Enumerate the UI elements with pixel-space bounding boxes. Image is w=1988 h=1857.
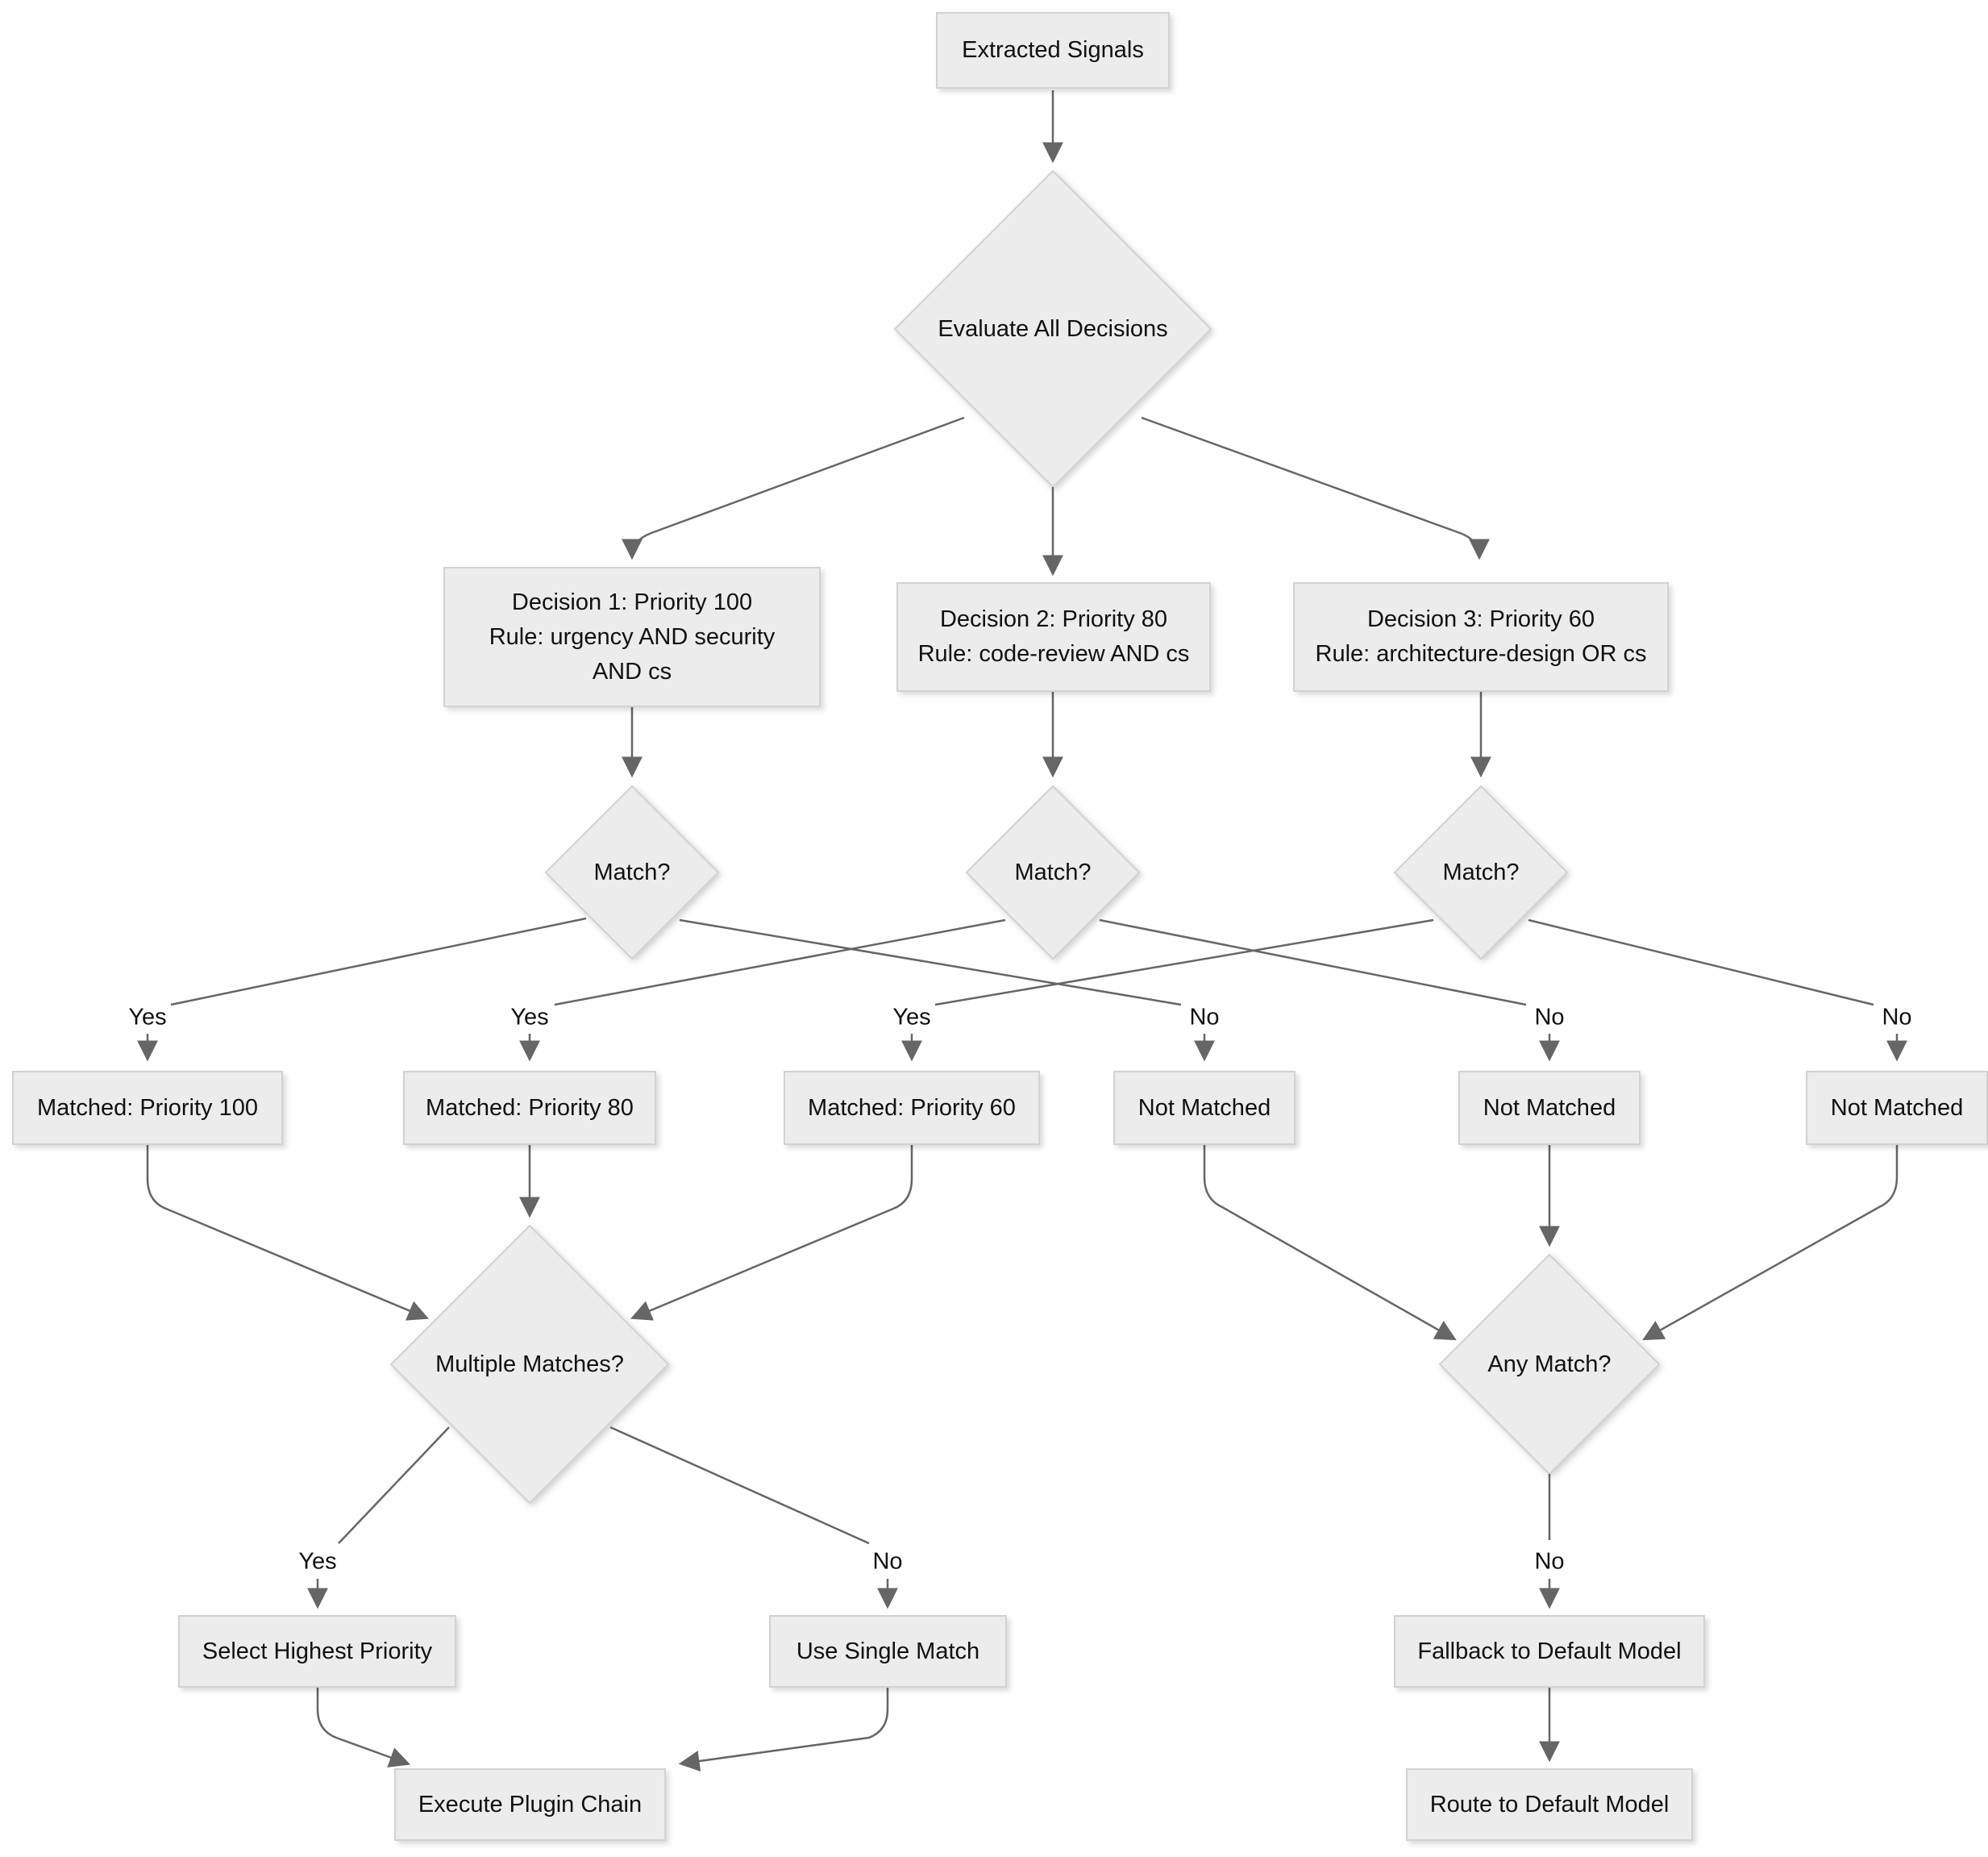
match1-diamond — [544, 785, 720, 960]
edge-evaluate-to-decision3 — [1141, 416, 1490, 560]
node-extracted-signals: Extracted Signals — [936, 12, 1170, 89]
match3-diamond — [1393, 785, 1569, 960]
node-line: Rule: urgency AND security — [489, 623, 776, 650]
node-matched-priority-60: Matched: Priority 60 — [784, 1071, 1040, 1145]
any-match-diamond — [1438, 1253, 1661, 1476]
node-label: Execute Plugin Chain — [418, 1791, 643, 1817]
edge-match1-no-line — [679, 918, 1182, 1006]
edge-label-no-multiple: No — [872, 1548, 903, 1575]
edge-select-to-execute — [316, 1687, 411, 1767]
node-not-matched-3: Not Matched — [1806, 1071, 1988, 1145]
node-line: Decision 1: Priority 100 — [511, 589, 753, 615]
edge-label-yes-multiple: Yes — [298, 1548, 337, 1575]
node-label: Matched: Priority 100 — [36, 1094, 258, 1121]
edge-label-no-3: No — [1882, 1004, 1912, 1031]
node-matched-priority-100: Matched: Priority 100 — [12, 1071, 283, 1145]
edge-evaluate-to-decision1 — [622, 416, 965, 560]
edge-match3-no-line — [1528, 918, 1874, 1006]
match2-diamond — [965, 785, 1141, 960]
node-route-to-default-model: Route to Default Model — [1406, 1768, 1693, 1841]
node-label: Use Single Match — [796, 1638, 980, 1664]
edge-multiple-no-line — [609, 1426, 870, 1545]
node-label: Select Highest Priority — [202, 1638, 433, 1664]
edge-label-yes-1: Yes — [128, 1004, 167, 1031]
edge-matched60-to-multiple — [630, 1144, 913, 1321]
edge-label-no-2: No — [1534, 1004, 1565, 1031]
node-label: Extracted Signals — [962, 37, 1144, 63]
evaluate-all-decisions-diamond — [893, 169, 1212, 489]
edge-match2-no-line — [1099, 918, 1527, 1006]
edge-match1-yes-line — [170, 917, 587, 1006]
node-label: Not Matched — [1830, 1094, 1964, 1121]
node-fallback-to-default-model: Fallback to Default Model — [1394, 1615, 1705, 1688]
edge-notmatched3-to-anymatch — [1642, 1144, 1899, 1341]
edge-usesingle-to-execute — [678, 1687, 889, 1772]
node-line: Decision 3: Priority 60 — [1366, 606, 1595, 632]
multiple-matches-diamond — [389, 1224, 670, 1505]
node-decision2: Decision 2: Priority 80 Rule: code-revie… — [896, 582, 1211, 692]
node-label: Matched: Priority 60 — [808, 1094, 1016, 1121]
edge-multiple-yes-line — [338, 1426, 450, 1544]
node-line: Decision 2: Priority 80 — [939, 606, 1168, 632]
edge-label-no-anymatch: No — [1534, 1548, 1565, 1575]
node-execute-plugin-chain: Execute Plugin Chain — [394, 1768, 666, 1841]
node-use-single-match: Use Single Match — [769, 1615, 1007, 1688]
node-label: Not Matched — [1137, 1094, 1271, 1121]
node-label: Route to Default Model — [1429, 1791, 1670, 1817]
node-decision3: Decision 3: Priority 60 Rule: architectu… — [1293, 582, 1669, 692]
edge-notmatched1-to-anymatch — [1203, 1144, 1457, 1341]
edge-label-no-1: No — [1189, 1004, 1220, 1031]
node-line: AND cs — [592, 658, 672, 685]
edge-label-yes-3: Yes — [892, 1004, 931, 1031]
node-line: Rule: code-review AND cs — [917, 641, 1190, 667]
edge-matched100-to-multiple — [146, 1144, 429, 1321]
node-matched-priority-80: Matched: Priority 80 — [403, 1071, 656, 1145]
node-not-matched-2: Not Matched — [1458, 1071, 1641, 1145]
node-select-highest-priority: Select Highest Priority — [178, 1615, 456, 1688]
node-decision1: Decision 1: Priority 100 Rule: urgency A… — [443, 567, 821, 707]
edge-match3-yes-line — [934, 918, 1434, 1006]
node-not-matched-1: Not Matched — [1113, 1071, 1296, 1145]
node-label: Not Matched — [1483, 1094, 1616, 1121]
node-line: Rule: architecture-design OR cs — [1315, 641, 1647, 667]
edge-label-yes-2: Yes — [510, 1004, 549, 1031]
node-label: Matched: Priority 80 — [426, 1094, 634, 1121]
node-label: Fallback to Default Model — [1417, 1638, 1682, 1664]
edge-match2-yes-line — [554, 918, 1006, 1006]
